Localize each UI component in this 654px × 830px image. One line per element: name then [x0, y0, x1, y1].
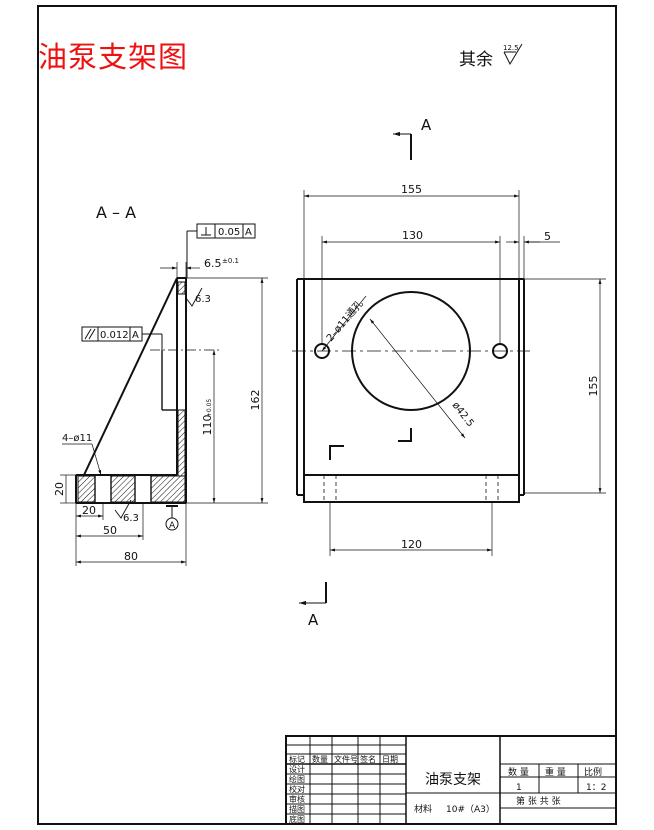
dim-front-height-lines — [524, 278, 606, 494]
tb-sheet-label: 第 张 共 张 — [516, 795, 561, 807]
dim-thickness-tol: ±0.1 — [222, 257, 239, 265]
tb-role-4: 描图 — [289, 804, 305, 814]
small-hole-leader — [321, 295, 367, 352]
tb-role-3: 审核 — [289, 794, 305, 804]
tb-header-1: 数量 — [312, 754, 328, 764]
dim-80: 80 — [124, 550, 138, 563]
tb-quantity: 1 — [516, 783, 522, 793]
roughness-section-top: 6.3 — [195, 294, 211, 305]
section-hatching — [77, 281, 186, 503]
front-view-outline — [296, 278, 525, 503]
bottom-hole-hidden-lines — [323, 475, 499, 502]
holes-note: 4–ø11 — [62, 433, 92, 444]
roughness-section-bottom: 6.3 — [123, 513, 139, 524]
tb-part-name: 油泵支架 — [425, 772, 481, 788]
tb-header-3: 签名 — [360, 754, 376, 764]
dim-front-height: 155 — [587, 376, 600, 397]
dim-offset: 5 — [544, 230, 551, 243]
tolerance-frame-perpendicular — [186, 223, 256, 278]
drawing-frame — [37, 5, 617, 825]
dim-bottom-lines — [75, 503, 187, 566]
dim-holes-spacing-lines — [321, 236, 501, 344]
tol-par-value: 0.012 — [100, 330, 129, 341]
roughness-symbol-section-bottom — [114, 499, 132, 519]
tb-material-value: 10#（A3） — [446, 804, 495, 815]
tb-header-0: 标记 — [289, 754, 305, 764]
tb-scale: 1：2 — [586, 783, 606, 793]
tb-role-0: 设计 — [289, 764, 305, 774]
tol-par-datum: A — [132, 330, 139, 341]
holes-leader-2 — [91, 443, 102, 476]
roughness-note-text: 其余 — [459, 50, 493, 70]
title-block-grid — [285, 735, 617, 825]
dim-20: 20 — [82, 504, 96, 517]
tb-col-quantity: 数 量 — [508, 766, 529, 778]
tolerance-frame-parallel — [81, 326, 163, 350]
tol-perp-value: 0.05 — [218, 227, 240, 238]
title-block-header-row: 标记 数量 文件号 签名 日期 — [289, 754, 398, 764]
dim-holes-spacing: 130 — [402, 229, 423, 242]
title-block-roles: 设计 绘图 校对 审核 描图 底图 — [289, 764, 305, 824]
dim-offset-lines — [506, 236, 560, 279]
tb-role-1: 绘图 — [289, 774, 305, 784]
tb-header-2: 文件号 — [334, 754, 358, 764]
dim-height-lines — [186, 277, 268, 504]
datum-letter: A — [169, 521, 176, 531]
section-letter-top: A — [421, 116, 432, 134]
bore-leader — [369, 318, 466, 439]
dim-height-total: 162 — [249, 390, 262, 411]
dim-hole-center: 110 — [201, 415, 214, 436]
tb-col-weight: 重 量 — [545, 766, 566, 778]
section-holes — [94, 350, 177, 503]
tb-role-2: 校对 — [289, 784, 305, 794]
dim-base-thickness: 20 — [53, 482, 66, 496]
tb-material-label: 材料 — [414, 803, 432, 815]
dim-bottom-holes-lines — [329, 502, 493, 556]
roughness-symbol-section-top — [185, 287, 203, 307]
dim-50: 50 — [103, 524, 117, 537]
dim-hole-center-tol: +0.05 — [206, 399, 213, 418]
section-arrow-top — [393, 131, 412, 160]
tol-perp-datum: A — [245, 227, 252, 238]
tb-col-scale: 比例 — [584, 766, 602, 778]
section-cut-marks — [329, 428, 412, 460]
dim-front-width: 155 — [401, 183, 422, 196]
page-title: 油泵支架图 — [38, 40, 189, 74]
roughness-value-top: 12.5 — [503, 44, 519, 52]
dim-base-lines — [60, 474, 76, 504]
section-view-outline — [75, 277, 187, 504]
dim-thickness-lines — [160, 262, 200, 278]
section-arrow-bottom — [299, 582, 327, 606]
tb-role-5: 底图 — [289, 814, 305, 824]
bore-diameter: ø42.5 — [450, 400, 476, 429]
dim-thickness: 6.5 — [204, 257, 222, 270]
dim-bottom-holes: 120 — [401, 538, 422, 551]
section-label: A – A — [96, 203, 136, 222]
section-letter-bottom: A — [308, 611, 319, 629]
roughness-symbol-top — [503, 43, 523, 66]
tb-header-4: 日期 — [382, 755, 398, 764]
dim-front-width-lines — [303, 190, 520, 279]
datum-symbol — [165, 505, 179, 531]
roughness-note: 其余 — [459, 45, 493, 70]
